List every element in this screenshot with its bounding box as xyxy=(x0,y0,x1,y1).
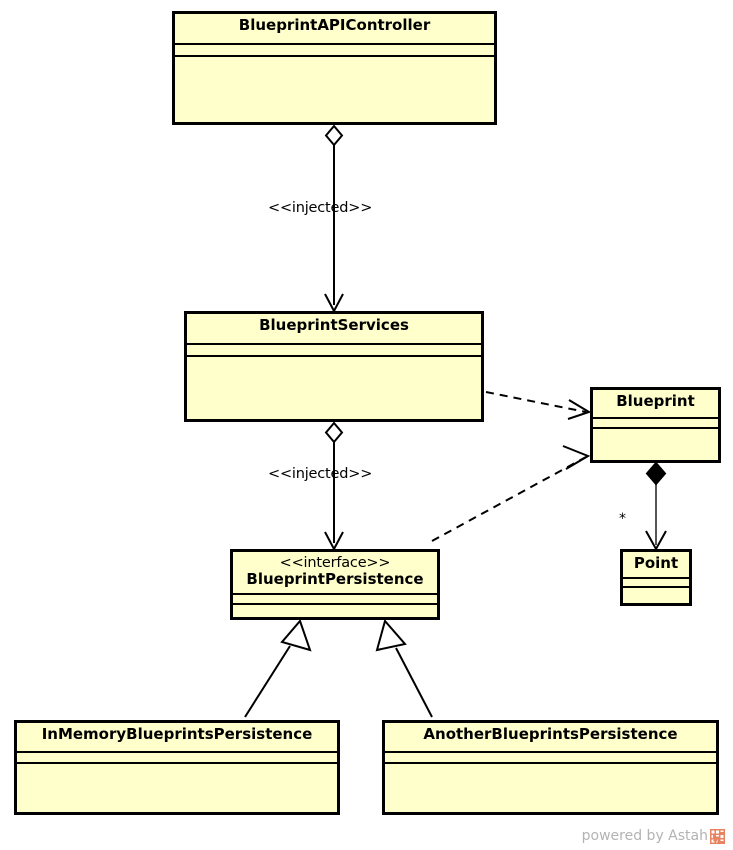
relationship-services-depends-blueprint[interactable] xyxy=(485,391,592,420)
open-arrowhead xyxy=(324,293,344,314)
multiplicity-label-point: * xyxy=(619,511,626,527)
composition-diamond xyxy=(645,461,667,486)
class-operations-compartment xyxy=(17,764,337,812)
class-name: Blueprint xyxy=(616,392,695,410)
class-operations-compartment xyxy=(175,57,494,122)
class-operations-compartment xyxy=(385,764,716,812)
class-stereotype: <<interface>> xyxy=(279,555,391,571)
class-attributes-compartment xyxy=(175,45,494,57)
class-name: BlueprintPersistence xyxy=(246,570,424,589)
class-attributes-compartment xyxy=(623,579,689,588)
class-name-compartment: InMemoryBlueprintsPersistence xyxy=(17,723,337,753)
class-attributes-compartment xyxy=(17,753,337,764)
class-name-compartment: Blueprint xyxy=(593,390,718,419)
class-name-compartment: Point xyxy=(623,552,689,579)
class-name-compartment: AnotherBlueprintsPersistence xyxy=(385,723,716,753)
relationship-blueprint-composes-point[interactable] xyxy=(645,461,667,552)
relationship-services-uses-persistence[interactable] xyxy=(324,421,344,552)
edge-label-injected-services: <<injected>> xyxy=(268,466,373,482)
class-name: AnotherBlueprintsPersistence xyxy=(423,725,678,743)
aggregation-diamond xyxy=(324,124,344,147)
watermark-text: powered by Astah xyxy=(581,828,708,844)
class-operations-compartment xyxy=(593,429,718,460)
relationship-controller-uses-services[interactable] xyxy=(324,124,344,314)
relationship-persistence-depends-blueprint[interactable] xyxy=(431,445,591,542)
class-attributes-compartment xyxy=(233,595,437,605)
class-name: BlueprintServices xyxy=(259,316,409,334)
relationship-inmemory-realizes-persistence[interactable] xyxy=(244,619,312,718)
class-name-compartment: BlueprintServices xyxy=(187,314,481,345)
class-box-another-blueprints-persistence[interactable]: AnotherBlueprintsPersistence xyxy=(382,720,719,815)
class-box-blueprint[interactable]: Blueprint xyxy=(590,387,721,463)
class-name-compartment: BlueprintAPIController xyxy=(175,14,494,45)
generalization-triangle xyxy=(280,619,312,652)
class-box-point[interactable]: Point xyxy=(620,549,692,606)
class-box-blueprint-persistence[interactable]: <<interface>> BlueprintPersistence xyxy=(230,549,440,620)
class-operations-compartment xyxy=(623,588,689,603)
class-name: BlueprintAPIController xyxy=(238,16,431,34)
class-attributes-compartment xyxy=(385,753,716,764)
class-box-in-memory-blueprints-persistence[interactable]: InMemoryBlueprintsPersistence xyxy=(14,720,340,815)
astah-watermark: powered by Astah a xyxy=(582,828,725,844)
svg-text:a: a xyxy=(713,835,717,843)
open-arrowhead xyxy=(567,399,592,420)
class-name: Point xyxy=(633,554,679,572)
class-operations-compartment xyxy=(233,605,437,617)
edge-label-injected-controller: <<injected>> xyxy=(268,200,373,216)
class-attributes-compartment xyxy=(187,345,481,357)
open-arrowhead xyxy=(645,530,667,552)
relationship-another-realizes-persistence[interactable] xyxy=(375,618,433,718)
open-arrowhead xyxy=(324,531,344,552)
class-name: InMemoryBlueprintsPersistence xyxy=(41,725,313,743)
class-attributes-compartment xyxy=(593,419,718,429)
aggregation-diamond xyxy=(324,421,344,444)
generalization-triangle xyxy=(375,618,407,652)
class-operations-compartment xyxy=(187,357,481,419)
class-box-blueprint-services[interactable]: BlueprintServices xyxy=(184,311,484,422)
astah-logo-icon: a xyxy=(710,828,725,844)
class-name-compartment: <<interface>> BlueprintPersistence xyxy=(233,552,437,595)
open-arrowhead xyxy=(562,445,591,470)
class-box-blueprint-api-controller[interactable]: BlueprintAPIController xyxy=(172,11,497,125)
